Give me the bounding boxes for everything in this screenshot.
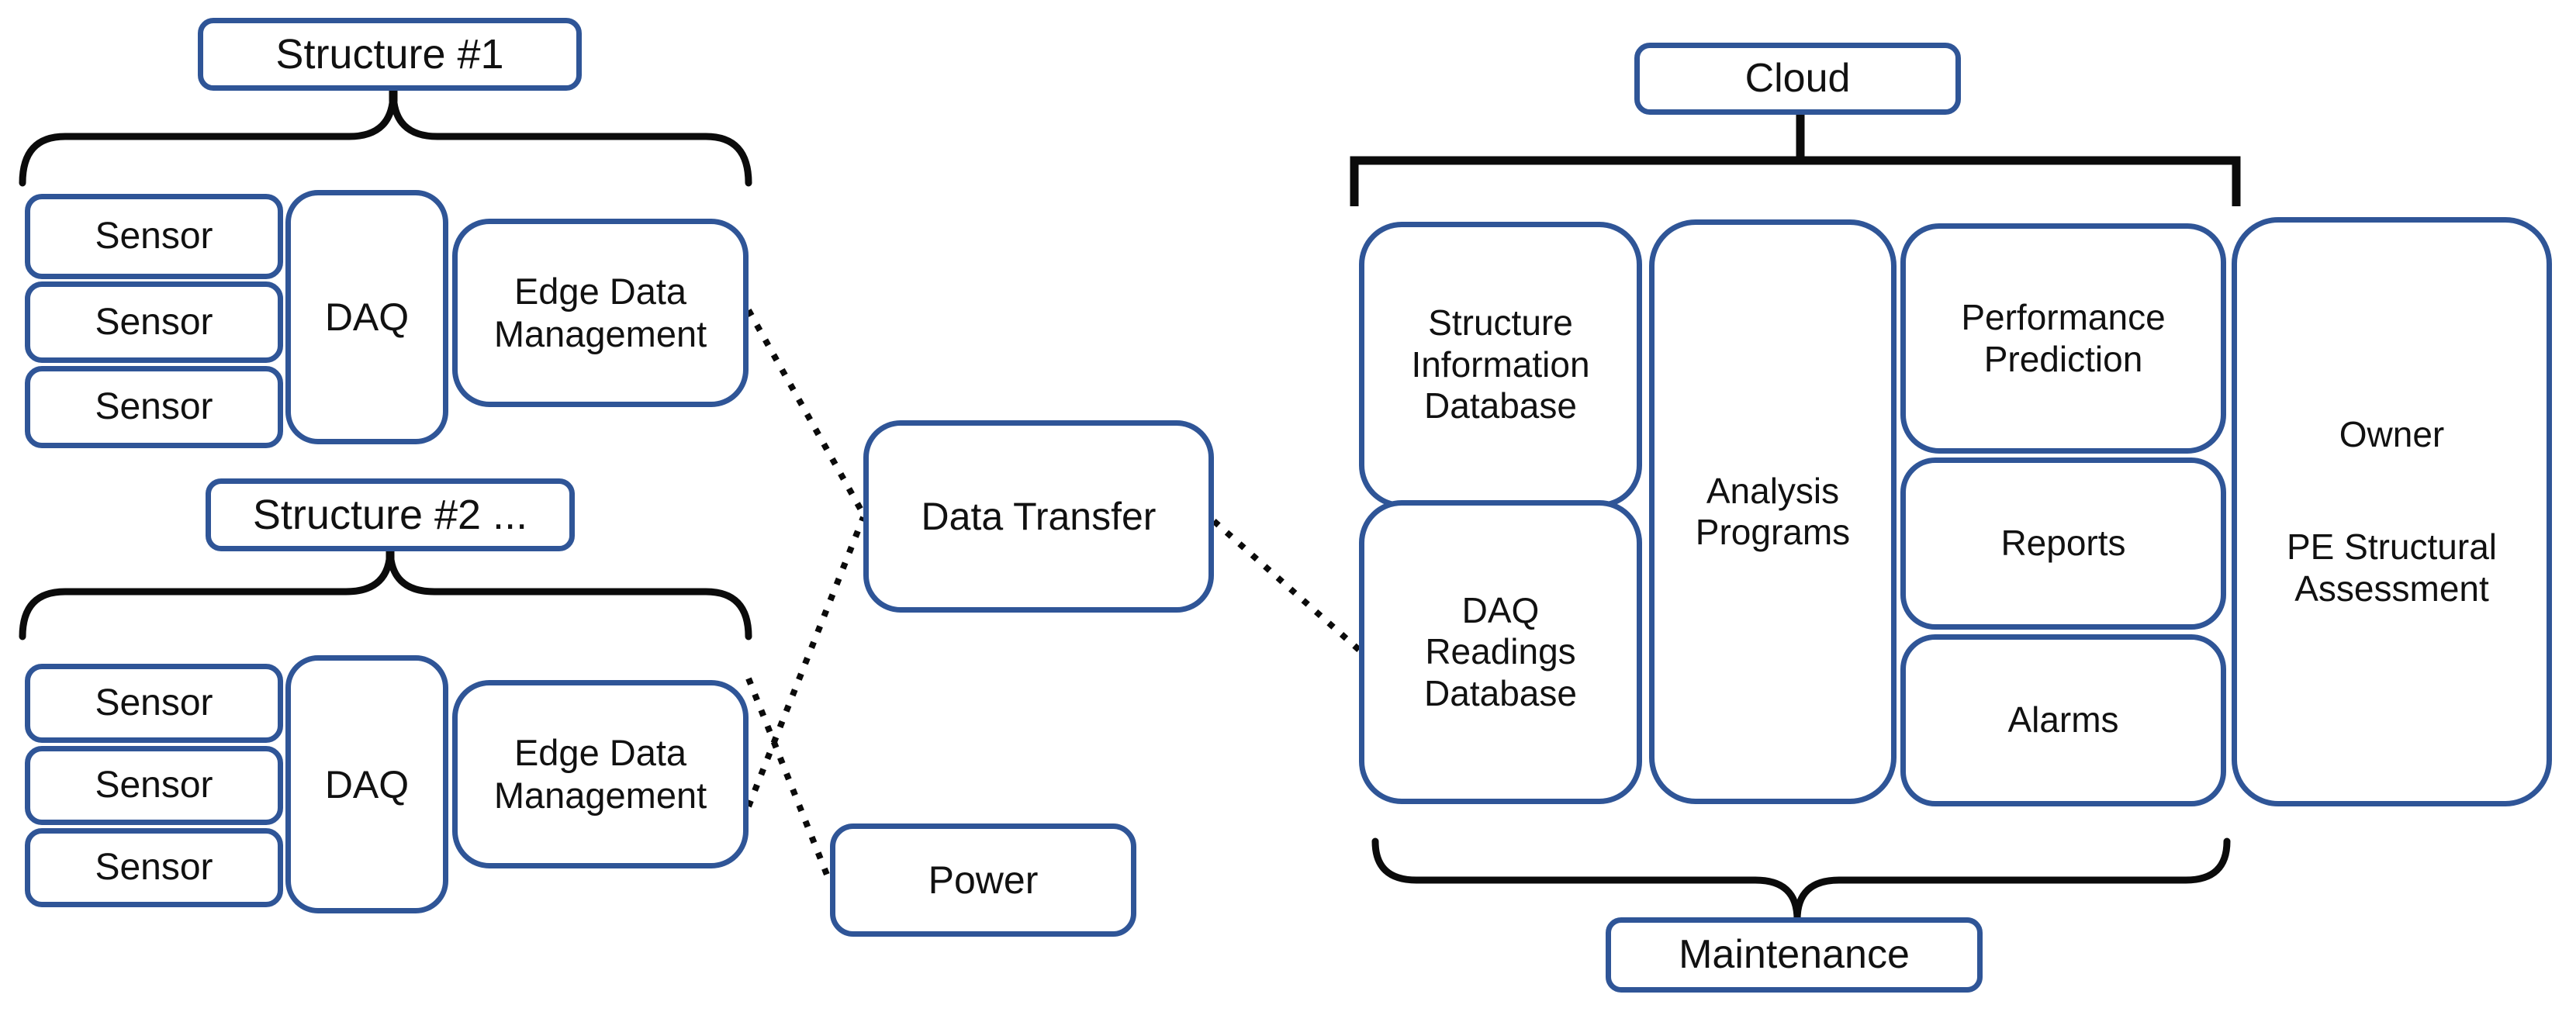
brace-maintenance [1371,837,2231,924]
brace-structure1 [19,88,752,187]
data-transfer-box: Data Transfer [863,420,1214,613]
sensor-box: Sensor [25,194,283,279]
connector-edm2-to-data-transfer [745,516,866,808]
reports-box: Reports [1900,457,2226,630]
power-box: Power [830,823,1136,937]
performance-prediction-box: Performance Prediction [1900,223,2226,454]
connector-edm1-to-data-transfer [745,309,866,516]
daq1-box: DAQ [285,190,448,444]
owner-label: Owner [2339,413,2445,454]
cloud-title-box: Cloud [1634,43,1961,115]
owner-assessment-box: Owner PE Structural Assessment [2232,217,2552,806]
sensor-box: Sensor [25,281,283,363]
sensor-box: Sensor [25,664,283,743]
connector-data-transfer-to-daq-readings [1212,519,1361,652]
connector-edm2-to-power [745,677,832,880]
daq-readings-database-box: DAQ Readings Database [1359,500,1642,804]
sensor-box: Sensor [25,828,283,907]
bracket-cloud [1350,115,2241,206]
sensor-box: Sensor [25,366,283,448]
pe-structural-assessment-label: PE Structural Assessment [2287,527,2497,609]
brace-structure2 [19,545,752,640]
sensor-box: Sensor [25,746,283,825]
structure-information-database-box: Structure Information Database [1359,222,1642,508]
maintenance-title-box: Maintenance [1606,917,1983,993]
alarms-box: Alarms [1900,634,2226,806]
edge-data-management1-box: Edge Data Management [452,219,749,407]
structure1-title-box: Structure #1 [198,18,582,91]
edge-data-management2-box: Edge Data Management [452,680,749,868]
daq2-box: DAQ [285,655,448,913]
structure2-title-box: Structure #2 ... [206,478,575,551]
analysis-programs-box: Analysis Programs [1649,219,1897,804]
